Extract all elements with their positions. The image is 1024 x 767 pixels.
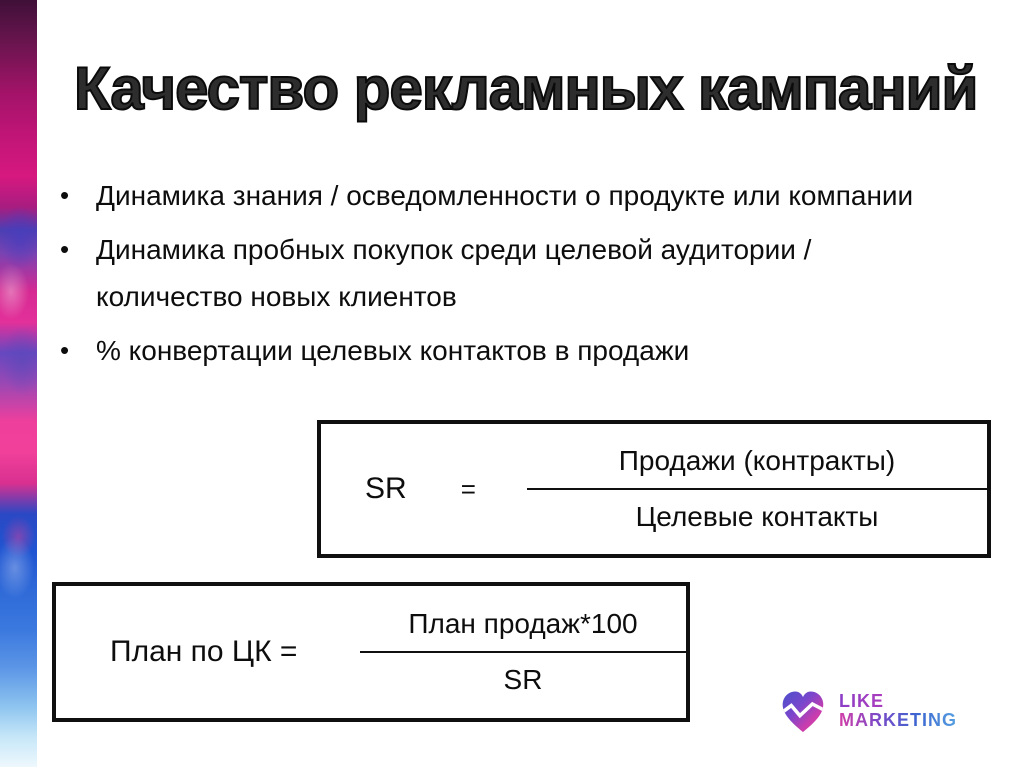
fraction-bar xyxy=(527,488,987,490)
heart-pulse-icon xyxy=(782,691,824,733)
bullet-text: Динамика пробных покупок среди целевой а… xyxy=(96,234,812,312)
fraction-bar xyxy=(360,651,686,653)
list-item: • Динамика знания / осведомленности о пр… xyxy=(58,172,958,219)
fraction: План продаж*100 SR xyxy=(360,586,686,718)
bullet-marker: • xyxy=(60,335,70,365)
denominator: SR xyxy=(503,664,543,695)
formula-lhs: План по ЦК = xyxy=(110,635,298,668)
page-title: Качество рекламных кампаний xyxy=(73,55,979,123)
equals-sign: = xyxy=(460,473,476,504)
numerator: Продажи (контракты) xyxy=(618,445,896,476)
fraction: Продажи (контракты) Целевые контакты xyxy=(527,424,987,554)
formula-box-sr: SR = Продажи (контракты) Целевые контакт… xyxy=(317,420,991,558)
list-item: • % конвертации целевых контактов в прод… xyxy=(58,327,958,374)
bullet-text: % конвертации целевых контактов в продаж… xyxy=(96,335,690,366)
bullet-text: Динамика знания / осведомленности о прод… xyxy=(96,180,914,211)
decorative-paint-strip xyxy=(0,0,37,767)
formula-box-plan: План по ЦК = План продаж*100 SR xyxy=(52,582,690,722)
list-item: • Динамика пробных покупок среди целевой… xyxy=(58,226,958,320)
formula-left-side: SR = xyxy=(321,424,527,554)
bullet-list: • Динамика знания / осведомленности о пр… xyxy=(58,172,958,381)
bullet-marker: • xyxy=(60,234,70,264)
brand-name-marketing: MARKETING xyxy=(839,710,957,730)
bullet-marker: • xyxy=(60,180,70,210)
denominator: Целевые контакты xyxy=(635,501,879,532)
numerator: План продаж*100 xyxy=(408,608,638,639)
formula-left-side: План по ЦК = xyxy=(56,586,360,718)
brand-name: LIKE MARKETING xyxy=(839,692,957,730)
formula-lhs: SR xyxy=(365,472,407,505)
brand-logo: LIKE MARKETING xyxy=(778,684,957,738)
brand-name-like: LIKE xyxy=(839,692,957,711)
